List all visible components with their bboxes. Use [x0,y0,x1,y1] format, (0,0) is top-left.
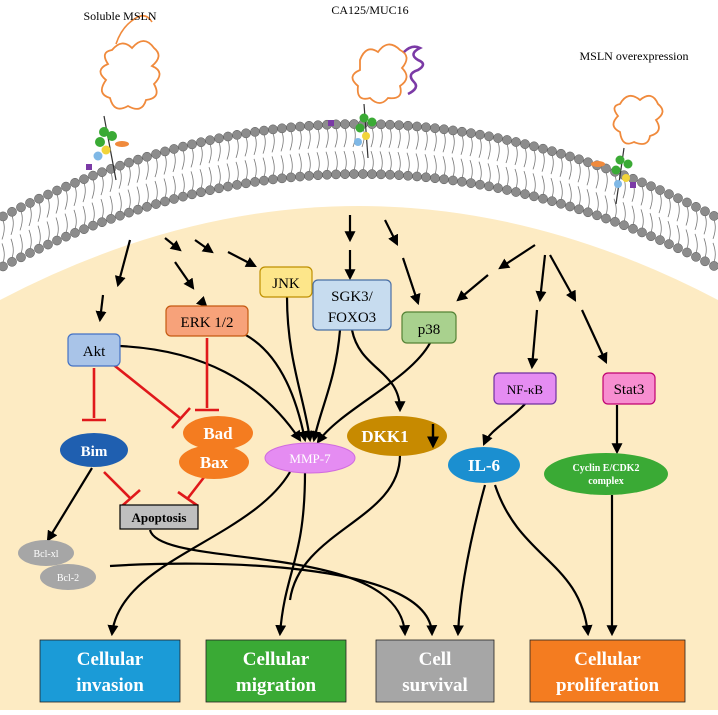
erk-node: ERK 1/2 [165,305,249,337]
msln-overexpression-label: MSLN overexpression [580,49,689,63]
outcome-box [205,639,347,703]
mmp7-node: MMP-7 [264,442,356,474]
outcome-proliferation: Cellular proliferation [529,639,686,703]
outcome-migration: Cellular migration [205,639,347,703]
svg-text:MMP-7: MMP-7 [289,451,331,466]
svg-text:Bim: Bim [81,444,108,460]
svg-text:Apoptosis: Apoptosis [132,510,187,525]
svg-text:Bad: Bad [203,424,233,443]
akt-node: Akt [67,333,121,367]
outcome-label: survival [402,675,467,696]
bcl-xl-node: Bcl-xl [18,540,74,566]
outcome-label: invasion [76,675,144,696]
inhibition-lines [82,338,219,508]
svg-text:IL-6: IL-6 [468,456,500,475]
outcome-boxes: Cellular invasion Cellular migration Cell sur… [39,639,686,703]
svg-text:DKK1: DKK1 [361,427,408,446]
svg-text:Bax: Bax [200,453,229,472]
soluble-msln-protein-icon [86,14,161,181]
bad-bax-node: Bad Bax [179,416,253,479]
svg-text:SGK3/: SGK3/ [331,289,374,305]
svg-text:NF-κB: NF-κB [507,382,543,397]
outcome-label: proliferation [556,675,660,696]
svg-text:JNK: JNK [272,276,300,292]
ca125-muc16-label: CA125/MUC16 [331,3,408,17]
sgk3-foxo3-node: SGK3/ FOXO3 [312,279,392,331]
svg-text:Bcl-2: Bcl-2 [57,573,79,584]
outcome-label: Cellular [77,649,144,670]
stat3-node: Stat3 [602,372,656,405]
msln-overexpression-protein-icon [591,94,664,205]
bcl-2-node: Bcl-2 [40,564,96,590]
bim-node: Bim [60,433,128,467]
activation-arrows [46,215,623,637]
outcome-label: Cellular [574,649,641,670]
svg-text:complex: complex [588,476,624,487]
apoptosis-node: Apoptosis [119,504,199,530]
svg-text:ERK 1/2: ERK 1/2 [181,315,234,331]
il6-node: IL-6 [448,447,520,483]
svg-text:Akt: Akt [83,344,106,360]
svg-text:p38: p38 [418,322,441,338]
dkk1-node: DKK1 [347,416,447,456]
outcome-survival: Cell survival [375,639,495,703]
outcome-label: Cellular [243,649,310,670]
outcome-label: Cell [419,649,452,670]
cell-membrane [0,119,718,272]
nfkb-node: NF-κB [493,372,557,405]
outcome-invasion: Cellular invasion [39,639,181,703]
jnk-node: JNK [259,266,313,298]
svg-text:Stat3: Stat3 [614,382,645,398]
svg-text:Bcl-xl: Bcl-xl [34,549,59,560]
cyclin-cdk2-node: Cyclin E/CDK2 complex [544,453,668,495]
svg-text:Cyclin E/CDK2: Cyclin E/CDK2 [573,463,640,474]
outcome-box [39,639,181,703]
ca125-muc16-protein-icon [328,43,425,159]
outcome-box [529,639,686,703]
outcome-box [375,639,495,703]
outcome-label: migration [236,675,317,696]
p38-node: p38 [401,311,457,344]
soluble-msln-label: Soluble MSLN [83,9,156,23]
svg-text:FOXO3: FOXO3 [328,310,376,326]
